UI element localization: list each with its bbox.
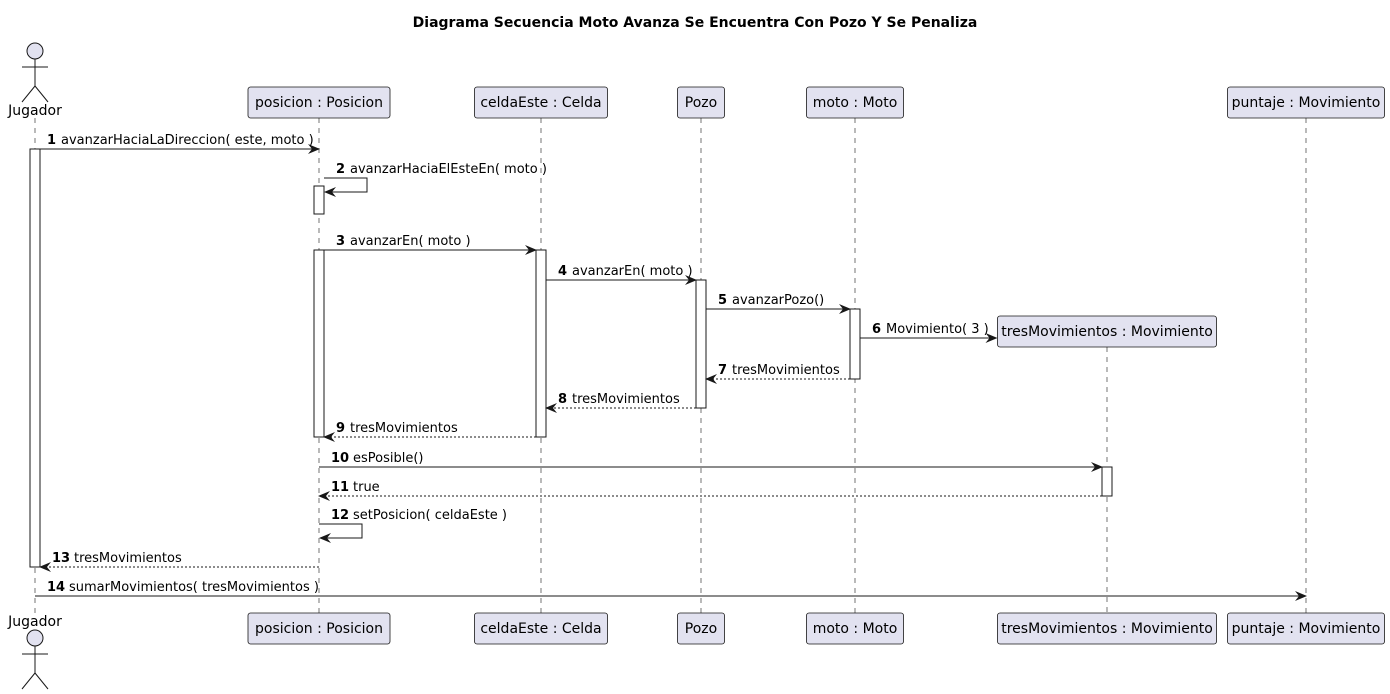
- participant-box: [1227, 86, 1385, 119]
- participant-label: moto : Moto: [813, 95, 898, 111]
- message-label: tresMovimientos: [350, 421, 458, 436]
- actor-figure-icon: [21, 629, 49, 690]
- message-arrow: [324, 177, 368, 197]
- participant-label: tresMovimientos : Movimiento: [1001, 324, 1213, 340]
- message-3: 3 avanzarEn( moto ): [324, 234, 537, 255]
- message-number: 7: [718, 363, 727, 378]
- message-number: 3: [336, 234, 345, 249]
- activation-bar-jugador: [29, 148, 41, 568]
- message-number: 14: [47, 580, 65, 595]
- participant-posicion-bottom: posicion : Posicion: [247, 612, 391, 645]
- message-number: 13: [52, 551, 70, 566]
- message-label: avanzarEn( moto ): [572, 264, 693, 279]
- participant-box: [247, 86, 391, 119]
- participant-label: celdaEste : Celda: [480, 621, 601, 637]
- participant-box: [474, 86, 608, 119]
- message-label: Movimiento( 3 ): [886, 322, 989, 337]
- message-arrow: [319, 523, 363, 543]
- participant-pozo-top: Pozo: [677, 86, 725, 119]
- message-number: 10: [331, 451, 349, 466]
- activation-bar-posicion: [313, 249, 325, 438]
- participant-celdaEste-bottom: celdaEste : Celda: [474, 612, 608, 645]
- activation-bar-pozo: [695, 279, 707, 409]
- activation-bar-tresMovimientos: [1101, 466, 1113, 497]
- participant-puntaje-bottom: puntaje : Movimiento: [1227, 612, 1385, 645]
- actor-figure-icon: [21, 42, 49, 103]
- participant-label: posicion : Posicion: [255, 95, 383, 111]
- participant-label: posicion : Posicion: [255, 621, 383, 637]
- message-label: avanzarPozo(): [732, 293, 824, 308]
- actor-label: Jugador: [7, 103, 62, 119]
- actor-label: Jugador: [7, 614, 62, 630]
- actor-jugador: Jugador: [7, 614, 62, 690]
- participant-box: [247, 612, 391, 645]
- participant-posicion-top: posicion : Posicion: [247, 86, 391, 119]
- message-number: 4: [558, 264, 567, 279]
- message-label: tresMovimientos: [572, 392, 680, 407]
- message-label: setPosicion( celdaEste ): [353, 508, 507, 523]
- message-label: true: [353, 480, 380, 495]
- message-label: avanzarEn( moto ): [350, 234, 471, 249]
- message-number: 11: [331, 480, 349, 495]
- participant-box: [474, 612, 608, 645]
- message-label: avanzarHaciaElEsteEn( moto ): [350, 162, 547, 177]
- message-2: 2 avanzarHaciaElEsteEn( moto ): [324, 162, 547, 197]
- activation-bar-celdaEste: [535, 249, 547, 438]
- message-label: esPosible(): [353, 451, 424, 466]
- message-11: 11 true: [318, 480, 1102, 501]
- participant-moto-bottom: moto : Moto: [806, 612, 904, 645]
- message-number: 1: [47, 133, 56, 148]
- diagram-title: Diagrama Secuencia Moto Avanza Se Encuen…: [413, 15, 978, 31]
- message-number: 6: [872, 322, 881, 337]
- activation-bar-posicion: [313, 185, 325, 215]
- message-5: 5 avanzarPozo(): [706, 293, 851, 314]
- message-number: 12: [331, 508, 349, 523]
- participant-box: [677, 86, 725, 119]
- message-label: avanzarHaciaLaDireccion( este, moto ): [61, 133, 314, 148]
- participant-puntaje-top: puntaje : Movimiento: [1227, 86, 1385, 119]
- message-number: 8: [558, 392, 567, 407]
- participant-label: Pozo: [685, 621, 717, 637]
- participant-label: tresMovimientos : Movimiento: [1001, 621, 1213, 637]
- participant-box: [997, 612, 1217, 645]
- participant-box: [806, 612, 904, 645]
- message-13: 13 tresMovimientos: [39, 551, 319, 572]
- lifelines: [34, 118, 1307, 613]
- participant-celdaEste-top: celdaEste : Celda: [474, 86, 608, 119]
- participant-moto-top: moto : Moto: [806, 86, 904, 119]
- message-label: tresMovimientos: [732, 363, 840, 378]
- message-10: 10 esPosible(): [319, 451, 1103, 472]
- participant-box: [1227, 612, 1385, 645]
- participant-box: [997, 315, 1217, 348]
- message-label: sumarMovimientos( tresMovimientos ): [69, 580, 319, 595]
- participant-label: moto : Moto: [813, 621, 898, 637]
- participant-pozo-bottom: Pozo: [677, 612, 725, 645]
- message-number: 2: [336, 162, 345, 177]
- message-6: 6 Movimiento( 3 ): [860, 322, 998, 343]
- participant-label: celdaEste : Celda: [480, 95, 601, 111]
- message-8: 8 tresMovimientos: [545, 392, 696, 413]
- message-number: 9: [336, 421, 345, 436]
- message-4: 4 avanzarEn( moto ): [546, 264, 697, 285]
- message-number: 5: [718, 293, 727, 308]
- activation-bar-moto: [849, 308, 861, 380]
- participant-label: puntaje : Movimiento: [1232, 621, 1381, 637]
- participant-tresMovimientos-bottom: tresMovimientos : Movimiento: [997, 612, 1217, 645]
- message-1: 1 avanzarHaciaLaDireccion( este, moto ): [40, 133, 320, 154]
- message-7: 7 tresMovimientos: [705, 363, 850, 384]
- participant-tresMovimientos-top: tresMovimientos : Movimiento: [997, 315, 1217, 348]
- message-9: 9 tresMovimientos: [323, 421, 536, 442]
- activation-bars: [29, 148, 1113, 568]
- participant-label: Pozo: [685, 95, 717, 111]
- message-12: 12 setPosicion( celdaEste ): [319, 508, 507, 543]
- message-label: tresMovimientos: [74, 551, 182, 566]
- participant-box: [677, 612, 725, 645]
- participant-box: [806, 86, 904, 119]
- participant-label: puntaje : Movimiento: [1232, 95, 1381, 111]
- message-14: 14 sumarMovimientos( tresMovimientos ): [35, 580, 1307, 601]
- actor-jugador: Jugador: [7, 42, 62, 119]
